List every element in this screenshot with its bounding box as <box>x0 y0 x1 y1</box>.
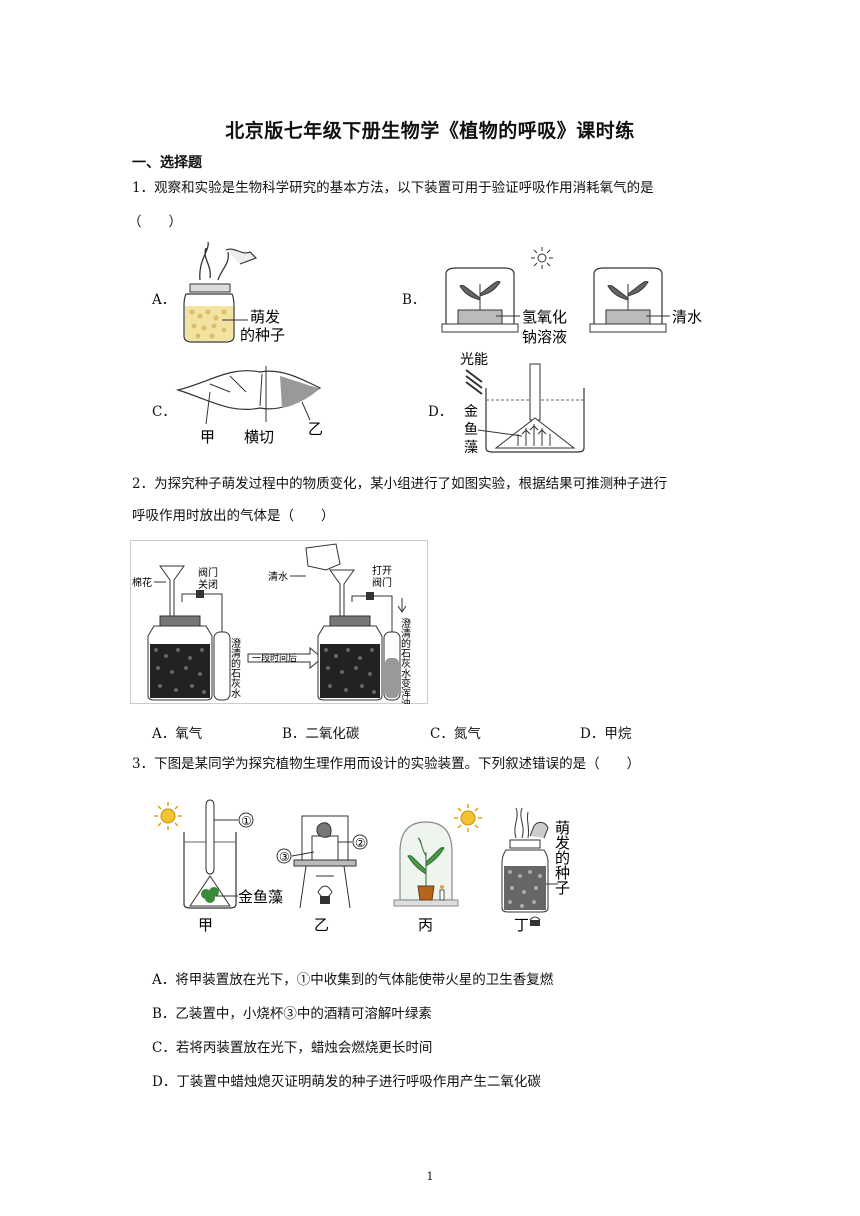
q1-fig-b-label-2: 钠溶液 <box>522 328 567 346</box>
q3-option-a: A．将甲装置放在光下，①中收集到的气体能使带火星的卫生香复燃 <box>152 972 554 988</box>
q3-option-b: B．乙装置中，小烧杯③中的酒精可溶解叶绿素 <box>152 1006 432 1022</box>
q1-figure-c: 甲 横切 乙 <box>175 366 323 446</box>
q2-option-c: C．氮气 <box>430 726 481 742</box>
q3-fig-jia: 甲 <box>198 916 213 934</box>
q2-fig-limewater: 澄清的石灰水 <box>229 637 241 698</box>
question-2-text-line-2: 呼吸作用时放出的气体是（ ） <box>132 508 335 524</box>
q2-fig-valve-closed-2: 关闭 <box>198 578 218 591</box>
q3-fig-algae: 金鱼藻 <box>238 888 283 906</box>
q1-figure-b: 氢氧化 钠溶液 清水 <box>441 247 702 346</box>
q1-option-a: A． <box>152 292 176 308</box>
sun-icon <box>531 247 553 269</box>
q3-fig-ding: 丁 <box>514 916 529 934</box>
q2-fig-valve-open-2: 阀门 <box>372 576 392 589</box>
q1-fig-c-label-2: 横切 <box>244 428 274 446</box>
q1-fig-b-label-1: 氢氧化 <box>522 308 567 326</box>
q2-fig-cotton: 棉花 <box>132 576 152 589</box>
q2-option-d: D．甲烷 <box>580 726 632 742</box>
q1-fig-b-label-3: 清水 <box>672 308 702 326</box>
question-1-text: 1．观察和实验是生物科学研究的基本方法，以下装置可用于验证呼吸作用消耗氧气的是 <box>132 180 654 196</box>
q3-fig-n2: ② <box>355 836 366 850</box>
q2-figure: 棉花 阀门 关闭 澄清的石灰水 一段时间后 清水 打开 阀门 澄清的石灰水变浑浊 <box>130 540 428 704</box>
sun-icon <box>154 802 182 830</box>
q2-option-a: A．氧气 <box>152 726 203 742</box>
q1-option-c: C． <box>152 404 176 420</box>
question-3-text: 3．下图是某同学为探究植物生理作用而设计的实验装置。下列叙述错误的是（ ） <box>132 756 641 772</box>
q3-option-c: C．若将丙装置放在光下，蜡烛会燃烧更长时间 <box>152 1040 433 1056</box>
page-number: 1 <box>426 1170 434 1183</box>
question-2-text-line-1: 2．为探究种子萌发过程中的物质变化，某小组进行了如图实验，根据结果可推测种子进行 <box>132 476 668 492</box>
q1-fig-d-label-3: 鱼 <box>464 421 478 438</box>
q1-figure-d: 光能 金 鱼 藻 <box>460 352 585 456</box>
page-title: 北京版七年级下册生物学《植物的呼吸》课时练 <box>225 120 635 142</box>
q2-fig-water: 清水 <box>268 570 288 583</box>
section-heading: 一、选择题 <box>132 155 202 171</box>
q1-fig-d-label-1: 光能 <box>460 352 488 368</box>
q2-fig-turbid: 澄清的石灰水变浑浊 <box>399 617 411 704</box>
q2-fig-valve-open-1: 打开 <box>372 564 392 577</box>
question-1-paren: （ ） <box>128 214 182 230</box>
sun-icon <box>454 804 482 832</box>
q1-fig-a-label-1: 萌发 <box>250 308 280 326</box>
q3-fig-yi: 乙 <box>314 916 329 934</box>
q2-fig-valve-closed-1: 阀门 <box>198 566 218 579</box>
q3-fig-n3: ③ <box>279 850 290 864</box>
q1-fig-d-label-2: 金 <box>464 404 478 420</box>
q3-fig-n1: ① <box>241 814 252 828</box>
q3-option-d: D．丁装置中蜡烛熄灭证明萌发的种子进行呼吸作用产生二氧化碳 <box>152 1074 541 1090</box>
q3-fig-bing: 丙 <box>418 916 433 934</box>
q2-option-b: B．二氧化碳 <box>282 726 360 742</box>
q3-fig-seeds: 萌发的种子 <box>553 820 571 895</box>
q1-figure-a: 萌发 的种子 <box>183 241 285 344</box>
q1-option-b: B． <box>402 292 426 308</box>
q1-fig-c-label-1: 甲 <box>200 428 215 446</box>
q1-fig-d-label-4: 藻 <box>464 440 478 456</box>
q1-fig-c-label-3: 乙 <box>308 420 323 438</box>
q2-fig-arrow-label: 一段时间后 <box>252 652 297 664</box>
q1-fig-a-label-2: 的种子 <box>240 326 285 344</box>
q3-figure: ① 金鱼藻 甲 ② ③ 乙 丙 萌发的种子 丁 <box>154 799 571 934</box>
q1-option-d: D． <box>428 404 453 420</box>
